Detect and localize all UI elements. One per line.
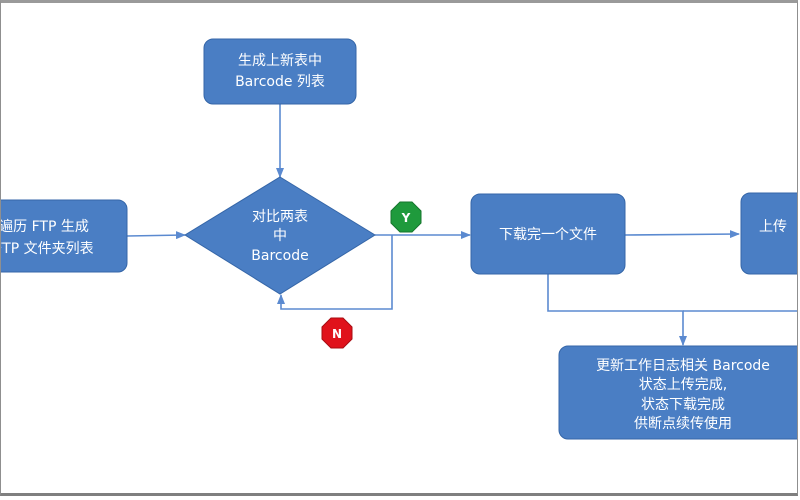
arrow-download-to-log [547, 274, 687, 346]
node-generate-barcode-list-line-2: Barcode 列表 [235, 74, 325, 90]
node-compare-decision-line-3: Barcode [251, 248, 308, 264]
node-ftp-list-line-1: 遍历 FTP 生成 [1, 219, 89, 235]
arrow-ftp-to-compare [126, 231, 186, 240]
node-generate-barcode-list-line-1: 生成上新表中 [238, 53, 322, 69]
yes-badge: Y [390, 201, 422, 233]
node-update-log-line-3: 状态下载完成 [641, 397, 725, 413]
node-update-log-line-4: 供断点续传使用 [634, 415, 732, 432]
node-upload-label: 上传 [759, 219, 787, 235]
yes-badge-label: Y [401, 211, 411, 225]
node-update-log-line-1: 更新工作日志相关 Barcode [596, 358, 770, 374]
node-compare-decision: 对比两表 中 Barcode [184, 176, 376, 295]
flowchart: 生成上新表中 Barcode 列表 遍历 FTP 生成 FTP 文件夹列表 对比… [1, 38, 797, 440]
node-compare-decision-line-1: 对比两表 [252, 209, 308, 225]
no-badge-label: N [332, 327, 342, 341]
node-download-file-label: 下载完一个文件 [499, 227, 597, 243]
connectors [126, 104, 797, 346]
node-update-log-line-2: 状态上传完成, [639, 377, 727, 393]
node-generate-barcode-list: 生成上新表中 Barcode 列表 [203, 38, 357, 105]
node-ftp-list-line-2: FTP 文件夹列表 [1, 241, 94, 257]
node-upload: 上传 [740, 192, 797, 275]
node-compare-decision-line-2: 中 [273, 228, 287, 244]
arrow-download-to-upload [624, 230, 740, 239]
node-update-log: 更新工作日志相关 Barcode 状态上传完成, 状态下载完成 供断点续传使用 [558, 345, 797, 440]
node-download-file: 下载完一个文件 [470, 193, 626, 275]
no-badge: N [321, 317, 353, 349]
arrow-no-loop [277, 235, 393, 310]
node-ftp-list: 遍历 FTP 生成 FTP 文件夹列表 [1, 199, 128, 273]
